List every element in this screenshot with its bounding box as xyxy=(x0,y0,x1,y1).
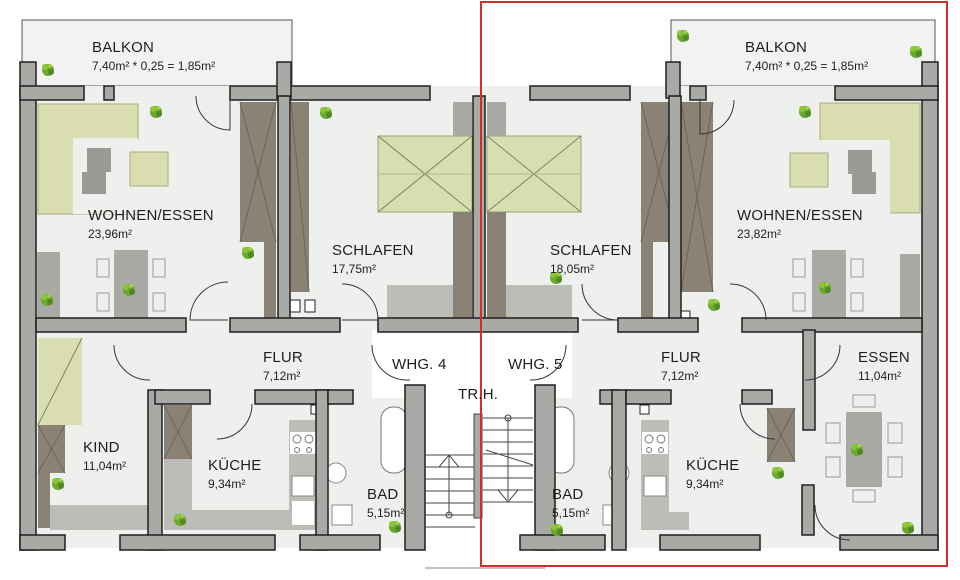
apartment-label-whg4: WHG. 4 xyxy=(392,356,447,373)
selection-outline-whg5[interactable] xyxy=(480,1,948,567)
furniture-whg5 xyxy=(486,101,921,530)
room-label-flur-whg5: FLUR 7,12m² xyxy=(661,349,701,383)
stairwell xyxy=(425,413,545,569)
room-label-balkon-whg4: BALKON 7,40m² * 0,25 = 1,85m² xyxy=(92,39,216,73)
room-label-wohnen-whg5: WOHNEN/ESSEN 23,82m² xyxy=(737,207,863,241)
room-label-schlafen-whg5: SCHLAFEN 18,05m² xyxy=(550,242,632,276)
walls xyxy=(19,61,939,551)
stairwell-label: TR.H. xyxy=(458,386,499,403)
room-label-kueche-whg4: KÜCHE 9,34m² xyxy=(208,457,262,491)
room-label-balkon-whg5: BALKON 7,40m² * 0,25 = 1,85m² xyxy=(745,39,869,73)
doors xyxy=(113,95,851,541)
apartment-label-whg5: WHG. 5 xyxy=(508,356,563,373)
room-label-flur-whg4: FLUR 7,12m² xyxy=(263,349,303,383)
room-label-bad-whg5: BAD 5,15m² xyxy=(552,486,590,520)
room-label-kind-whg4: KIND 11,04m² xyxy=(83,439,127,473)
room-label-schlafen-whg4: SCHLAFEN 17,75m² xyxy=(332,242,414,276)
room-label-kueche-whg5: KÜCHE 9,34m² xyxy=(686,457,740,491)
room-label-bad-whg4: BAD 5,15m² xyxy=(367,486,405,520)
room-label-wohnen-whg4: WOHNEN/ESSEN 23,96m² xyxy=(88,207,214,241)
room-label-essen-whg5: ESSEN 11,04m² xyxy=(858,349,910,383)
